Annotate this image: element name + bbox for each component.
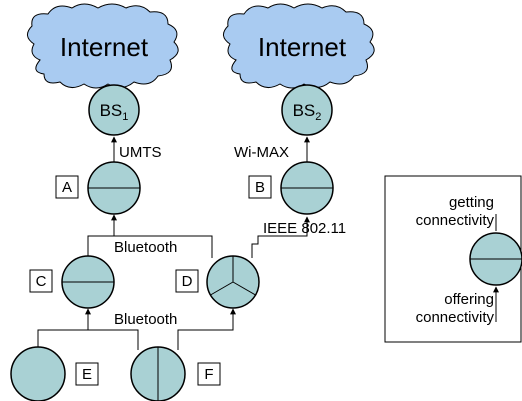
link-label-umts: UMTS	[119, 144, 162, 161]
link-label-ieee: IEEE 802.11	[263, 220, 346, 237]
node-c-label: C	[36, 273, 47, 290]
cloud-label: Internet	[258, 32, 347, 62]
bluetooth-link-top	[87, 235, 213, 258]
node-b-label: B	[255, 179, 265, 196]
legend-top-line1: getting	[449, 194, 494, 211]
node-d-box	[175, 269, 199, 293]
legend-bottom-line2: connectivity	[416, 309, 495, 326]
node-c-box	[29, 269, 53, 293]
link-f-d	[177, 308, 236, 350]
bs1-label: BS1	[100, 101, 129, 123]
link-label-bluetooth-bottom: Bluetooth	[114, 311, 177, 328]
base-station-1: BS1	[88, 84, 140, 136]
legend-bottom-line1: offering	[444, 291, 494, 308]
node-c	[61, 255, 115, 309]
link-label-wimax: Wi-MAX	[234, 144, 289, 161]
base-station-2: BS2	[281, 84, 333, 136]
cloud-label: Internet	[60, 32, 149, 62]
node-e-label: E	[82, 366, 92, 383]
node-e	[10, 346, 66, 401]
node-d-label: D	[182, 273, 193, 290]
bluetooth-link-bottom	[37, 329, 139, 350]
legend-top-line2: connectivity	[416, 212, 495, 229]
internet-cloud-left: Internet	[27, 3, 179, 89]
node-f	[130, 346, 186, 401]
node-b	[280, 161, 334, 215]
ieee-link	[251, 216, 310, 258]
node-a-label: A	[62, 179, 72, 196]
node-b-box	[248, 175, 272, 199]
bs2-label: BS2	[293, 101, 322, 123]
node-e-box	[75, 362, 99, 386]
node-f-label: F	[204, 366, 213, 383]
legend: getting connectivity offering connectivi…	[384, 175, 522, 343]
link-label-bluetooth-top: Bluetooth	[114, 239, 177, 256]
node-a	[87, 161, 141, 215]
node-f-box	[197, 362, 221, 386]
node-d	[206, 255, 260, 309]
internet-cloud-right: Internet	[223, 3, 375, 89]
node-a-box	[55, 175, 79, 199]
